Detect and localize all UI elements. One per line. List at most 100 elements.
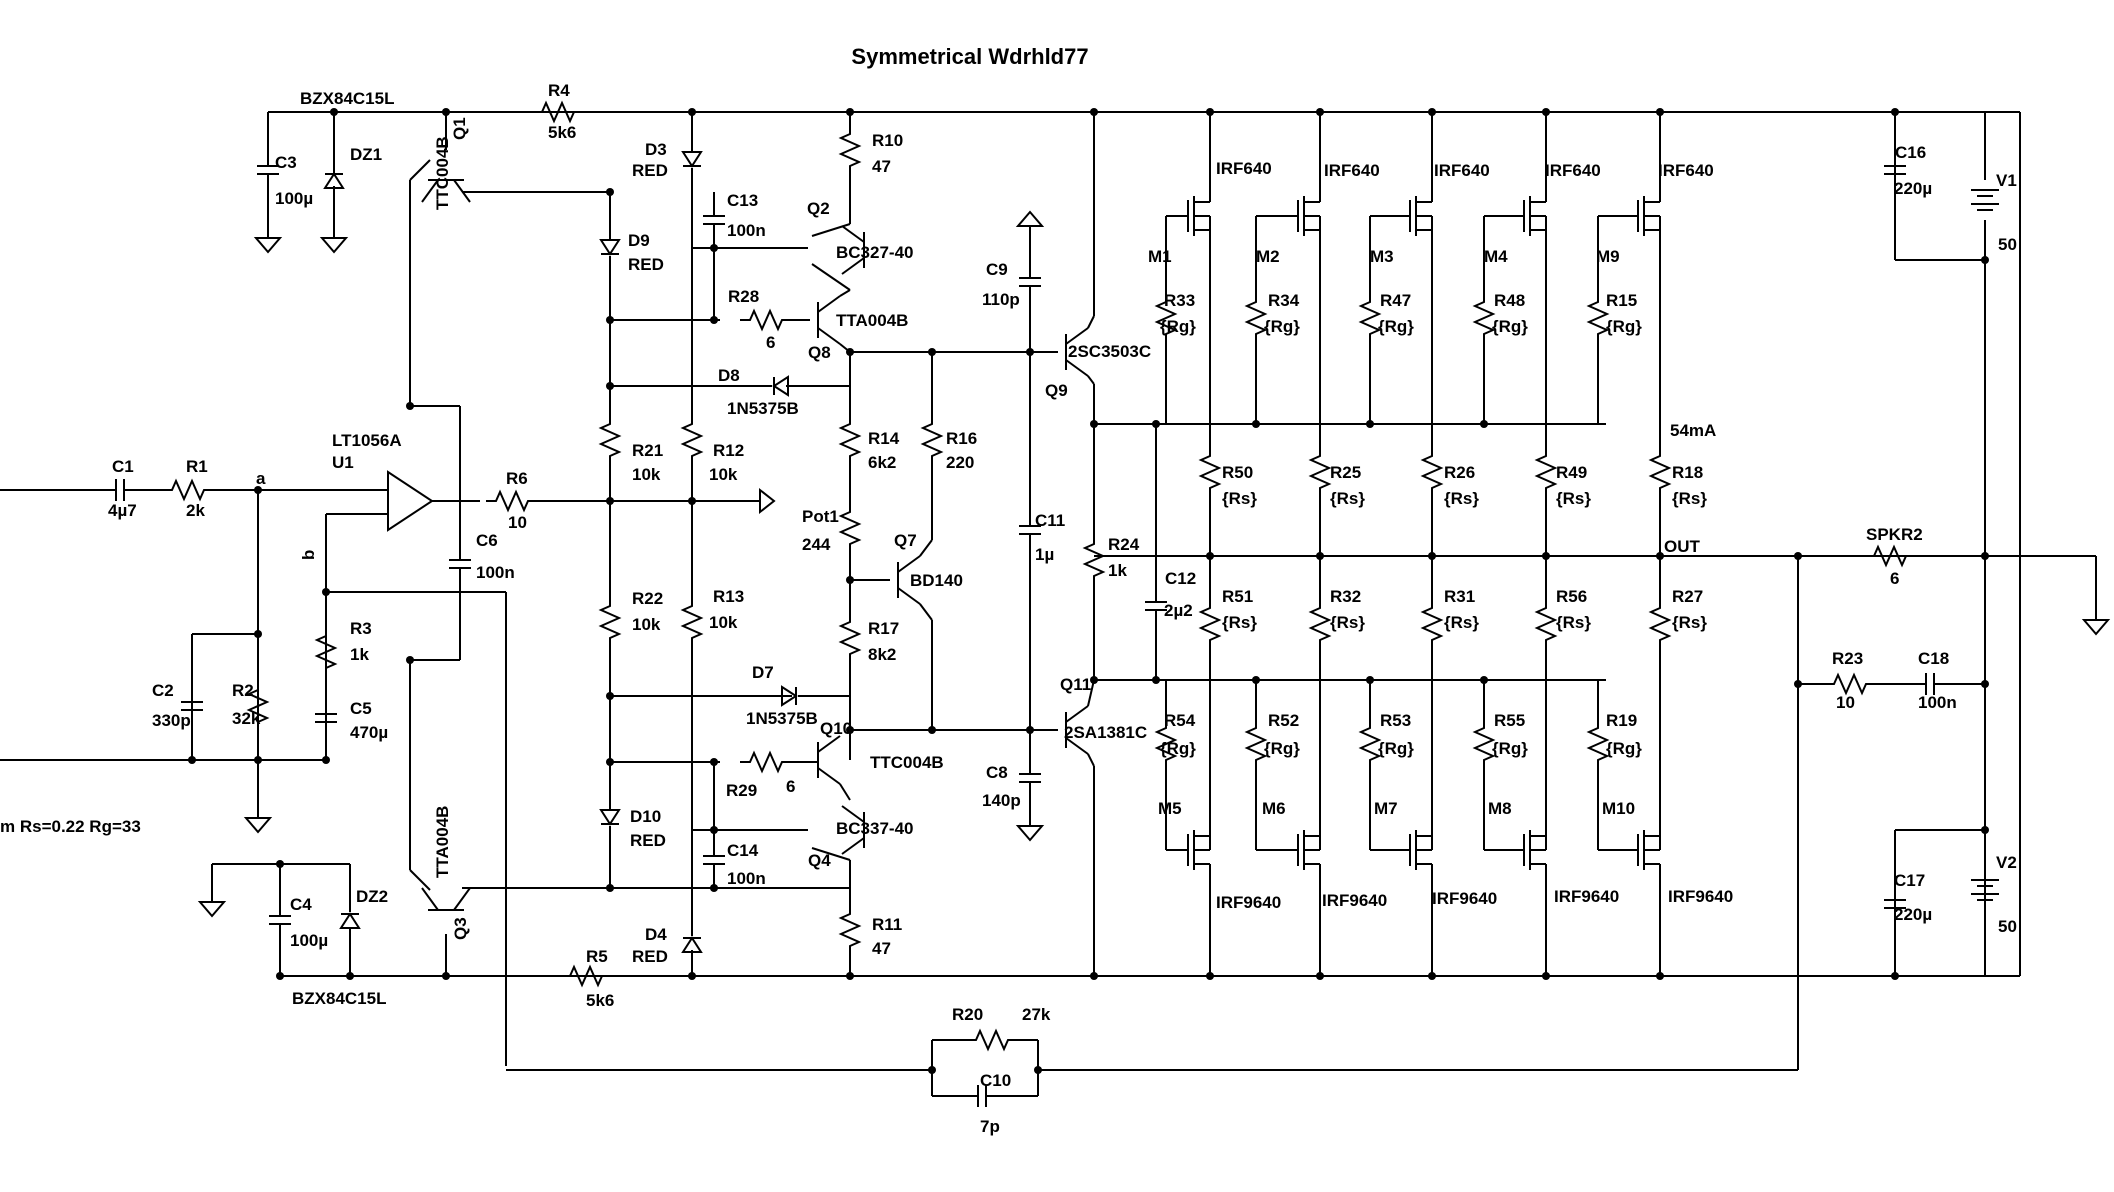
label-m9: M9 — [1596, 247, 1620, 266]
label-c13v: 100n — [727, 221, 766, 240]
label-q4: Q4 — [808, 851, 831, 870]
label-pot1v: 244 — [802, 535, 831, 554]
label-r6: R6 — [506, 469, 528, 488]
label-d10v: RED — [630, 831, 666, 850]
label-r18v: {Rs} — [1672, 489, 1707, 508]
label-q9t: 2SC3503C — [1068, 342, 1151, 361]
label-c17v: 220µ — [1894, 905, 1932, 924]
feedback-network — [506, 1030, 1798, 1108]
label-q9: Q9 — [1045, 381, 1068, 400]
label-irf9_1: IRF9640 — [1216, 893, 1281, 912]
label-r50: R50 — [1222, 463, 1253, 482]
label-r22: R22 — [632, 589, 663, 608]
label-r17: R17 — [868, 619, 899, 638]
label-r16: R16 — [946, 429, 977, 448]
label-u1: U1 — [332, 453, 354, 472]
label-q7: Q7 — [894, 531, 917, 550]
label-q11t: 2SA1381C — [1064, 723, 1147, 742]
bias-left-column — [600, 112, 780, 976]
label-r4: R4 — [548, 81, 570, 100]
label-r1: R1 — [186, 457, 208, 476]
label-r5v: 5k6 — [586, 991, 614, 1010]
label-d3: D3 — [645, 140, 667, 159]
label-c9: C9 — [986, 260, 1008, 279]
label-c6v: 100n — [476, 563, 515, 582]
input-network — [0, 478, 507, 1066]
label-dz1: DZ1 — [350, 145, 382, 164]
label-m3: M3 — [1370, 247, 1394, 266]
label-r33: R33 — [1164, 291, 1195, 310]
label-r20v: 27k — [1022, 1005, 1051, 1024]
label-r31v: {Rs} — [1444, 613, 1479, 632]
label-d3v: RED — [632, 161, 668, 180]
label-r51: R51 — [1222, 587, 1253, 606]
label-r32: R32 — [1330, 587, 1361, 606]
label-c18v: 100n — [1918, 693, 1957, 712]
label-m10: M10 — [1602, 799, 1635, 818]
label-c8: C8 — [986, 763, 1008, 782]
label-pot1: Pot1 — [802, 507, 839, 526]
label-irf3: IRF640 — [1434, 161, 1490, 180]
label-d7: D7 — [752, 663, 774, 682]
label-r10v: 47 — [872, 157, 891, 176]
label-bc327: BC327-40 — [836, 243, 914, 262]
label-c2v: 330p — [152, 711, 191, 730]
label-irf9_5: IRF9640 — [1668, 887, 1733, 906]
output-stage — [1094, 112, 1985, 976]
label-c3: C3 — [275, 153, 297, 172]
label-irf2: IRF640 — [1324, 161, 1380, 180]
label-r49: R49 — [1556, 463, 1587, 482]
positive-rail — [267, 111, 2020, 150]
label-r52v: {Rg} — [1264, 739, 1300, 758]
label-r18: R18 — [1672, 463, 1703, 482]
label-c14v: 100n — [727, 869, 766, 888]
label-r33v: {Rg} — [1160, 317, 1196, 336]
label-m7: M7 — [1374, 799, 1398, 818]
label-r29: R29 — [726, 781, 757, 800]
label-c8v: 140p — [982, 791, 1021, 810]
label-r4v: 5k6 — [548, 123, 576, 142]
junction-dots — [188, 108, 1989, 1074]
label-ttc004b_1: TTC004B — [433, 136, 452, 210]
label-dz2: DZ2 — [356, 887, 388, 906]
label-r16v: 220 — [946, 453, 974, 472]
label-r13: R13 — [713, 587, 744, 606]
label-irf5: IRF640 — [1658, 161, 1714, 180]
label-m6: M6 — [1262, 799, 1286, 818]
label-r53v: {Rg} — [1378, 739, 1414, 758]
label-c12: C12 — [1165, 569, 1196, 588]
label-netb: b — [299, 550, 318, 560]
label-irf4: IRF640 — [1545, 161, 1601, 180]
label-r24v: 1k — [1108, 561, 1127, 580]
label-r6v: 10 — [508, 513, 527, 532]
label-r28v: 6 — [766, 333, 775, 352]
opamp-u1 — [387, 405, 776, 870]
label-r48: R48 — [1494, 291, 1525, 310]
label-r21: R21 — [632, 441, 663, 460]
label-irf9_4: IRF9640 — [1554, 887, 1619, 906]
label-r52: R52 — [1268, 711, 1299, 730]
label-r32v: {Rs} — [1330, 613, 1365, 632]
label-c11v: 1µ — [1035, 545, 1054, 564]
label-m2: M2 — [1256, 247, 1280, 266]
output-load — [1797, 546, 2111, 1070]
label-ttc004b_2: TTC004B — [870, 753, 944, 772]
label-q3: Q3 — [451, 917, 470, 940]
label-r11v: 47 — [872, 939, 891, 958]
label-c16: C16 — [1895, 143, 1926, 162]
label-bzx1: BZX84C15L — [300, 89, 394, 108]
label-c10v: 7p — [980, 1117, 1000, 1136]
label-r31: R31 — [1444, 587, 1475, 606]
label-c13: C13 — [727, 191, 758, 210]
label-r10: R10 — [872, 131, 903, 150]
label-r2v: 32k — [232, 709, 261, 728]
label-r21v: 10k — [632, 465, 661, 484]
label-r15: R15 — [1606, 291, 1637, 310]
label-r1v: 2k — [186, 501, 205, 520]
label-r34v: {Rg} — [1264, 317, 1300, 336]
label-q1: Q1 — [450, 117, 469, 140]
label-r34: R34 — [1268, 291, 1300, 310]
label-d4: D4 — [645, 925, 667, 944]
label-irf9_3: IRF9640 — [1432, 889, 1497, 908]
schematic-title: Symmetrical Wdrhld77 — [851, 44, 1088, 69]
